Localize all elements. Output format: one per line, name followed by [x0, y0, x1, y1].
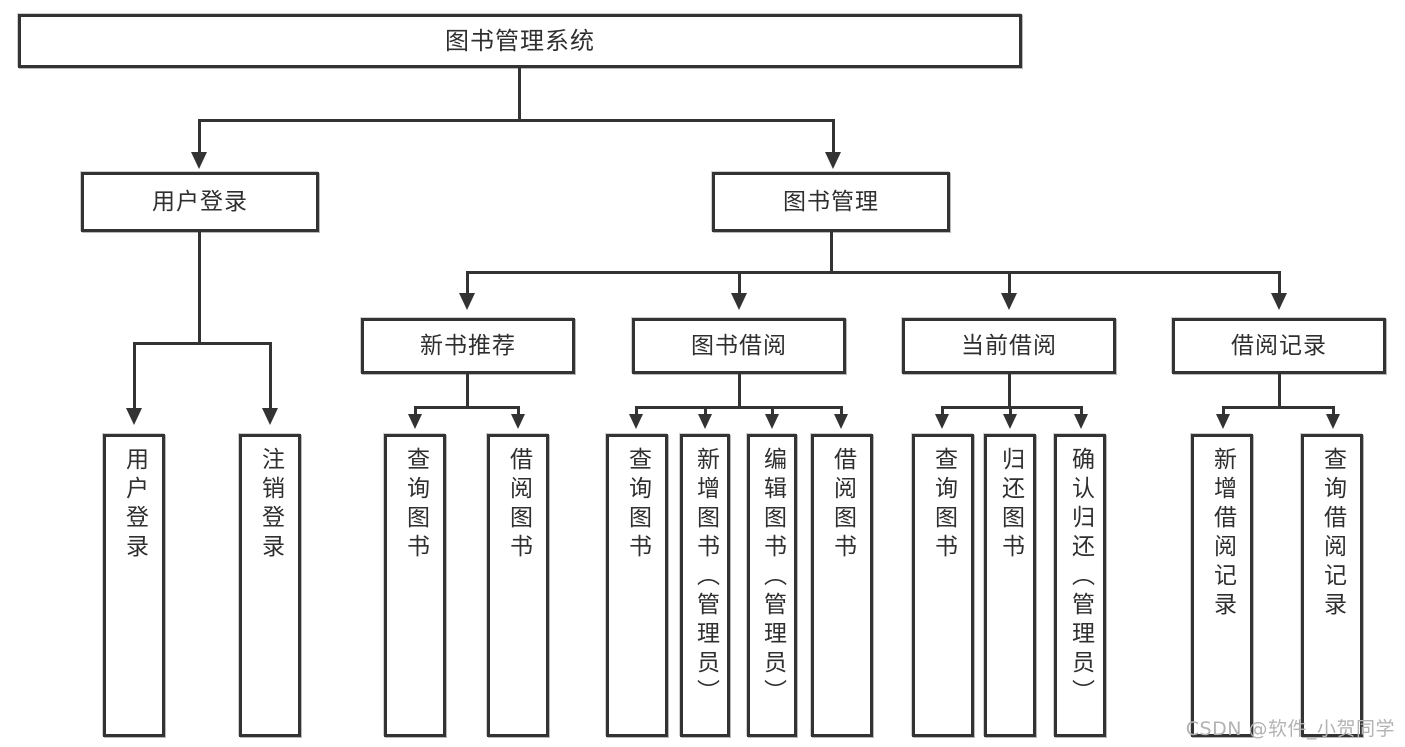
- arrowhead-user-login-child-2: [262, 408, 278, 425]
- node-label: 用户登录: [152, 188, 248, 215]
- leaf-confirm-return-admin[interactable]: 确认归还（管理员）: [1054, 434, 1106, 737]
- arrowhead-to-book-borrow: [731, 293, 747, 310]
- leaf-edit-book-admin[interactable]: 编辑图书（管理员）: [747, 434, 797, 737]
- connector-current-borrow-child-2: [1009, 406, 1012, 418]
- leaf-label: 编辑图书（管理员）: [759, 447, 786, 708]
- leaf-label: 借阅图书: [829, 447, 856, 563]
- leaf-return-book[interactable]: 归还图书: [984, 434, 1036, 737]
- node-current-borrow[interactable]: 当前借阅: [902, 318, 1116, 374]
- node-label: 图书管理系统: [445, 27, 595, 55]
- connector-root-bar: [198, 119, 835, 122]
- connector-book-mgmt-stem: [830, 232, 833, 274]
- leaf-query-book-current[interactable]: 查询图书: [912, 434, 974, 737]
- arrowhead-book-borrow-child-3: [765, 414, 779, 429]
- arrowhead-to-user-login: [191, 152, 207, 169]
- node-root-system[interactable]: 图书管理系统: [18, 14, 1022, 68]
- arrowhead-borrow-record-child-2: [1326, 414, 1340, 429]
- connector-to-book-borrow: [738, 271, 741, 295]
- leaf-query-book-borrow[interactable]: 查询图书: [606, 434, 668, 737]
- connector-book-mgmt-bar: [466, 271, 1281, 274]
- watermark-text: CSDN @软件_小贺同学: [1185, 718, 1395, 740]
- leaf-logout-login[interactable]: 注销登录: [239, 434, 301, 737]
- connector-root-stem: [518, 68, 521, 121]
- leaf-label: 确认归还（管理员）: [1067, 447, 1094, 708]
- connector-new-book-stem: [466, 374, 469, 408]
- connector-current-borrow-stem: [1008, 374, 1011, 408]
- leaf-user-login[interactable]: 用户登录: [103, 434, 165, 737]
- connector-current-borrow-bar: [941, 406, 1083, 409]
- connector-to-borrow-record: [1278, 271, 1281, 295]
- leaf-label: 查询图书: [624, 447, 651, 563]
- connector-new-book-child-2: [517, 406, 520, 418]
- leaf-add-borrow-record[interactable]: 新增借阅记录: [1191, 434, 1253, 737]
- connector-to-new-book: [466, 271, 469, 295]
- connector-new-book-child-1: [414, 406, 417, 418]
- connector-user-login-bar: [133, 342, 272, 345]
- leaf-label: 查询借阅记录: [1319, 447, 1346, 621]
- connector-borrow-record-child-1: [1222, 406, 1225, 418]
- arrowhead-current-borrow-child-3: [1074, 414, 1088, 429]
- leaf-query-book-recommend[interactable]: 查询图书: [384, 434, 446, 737]
- arrowhead-to-book-mgmt: [825, 152, 841, 169]
- connector-borrow-record-stem: [1278, 374, 1281, 408]
- leaf-query-borrow-record[interactable]: 查询借阅记录: [1301, 434, 1363, 737]
- leaf-label: 新增借阅记录: [1209, 447, 1236, 621]
- leaf-label: 注销登录: [257, 447, 284, 563]
- leaf-add-book-admin[interactable]: 新增图书（管理员）: [680, 434, 730, 737]
- node-book-borrow[interactable]: 图书借阅: [632, 318, 846, 374]
- connector-book-borrow-child-2: [704, 406, 707, 418]
- node-borrow-record[interactable]: 借阅记录: [1172, 318, 1386, 374]
- arrowhead-book-borrow-child-4: [834, 414, 848, 429]
- connector-user-login-stem: [198, 232, 201, 344]
- arrowhead-user-login-child-1: [126, 408, 142, 425]
- connector-user-login-child-2: [269, 342, 272, 410]
- connector-book-borrow-child-4: [840, 406, 843, 418]
- connector-book-borrow-child-3: [771, 406, 774, 418]
- connector-current-borrow-child-3: [1080, 406, 1083, 418]
- connector-book-borrow-stem: [738, 374, 741, 408]
- arrowhead-current-borrow-child-2: [1003, 414, 1017, 429]
- arrowhead-borrow-record-child-1: [1216, 414, 1230, 429]
- connector-root-to-book-mgmt: [832, 119, 835, 154]
- arrowhead-to-new-book: [459, 293, 475, 310]
- connector-borrow-record-bar: [1222, 406, 1335, 409]
- node-label: 图书管理: [783, 188, 879, 215]
- leaf-borrow-book[interactable]: 借阅图书: [811, 434, 873, 737]
- leaf-borrow-book-recommend[interactable]: 借阅图书: [487, 434, 549, 737]
- node-label: 借阅记录: [1231, 332, 1327, 359]
- node-new-book-recommend[interactable]: 新书推荐: [361, 318, 575, 374]
- arrowhead-to-current-borrow: [1001, 293, 1017, 310]
- connector-root-to-user-login: [198, 119, 201, 154]
- connector-to-current-borrow: [1008, 271, 1011, 295]
- connector-book-borrow-bar: [635, 406, 843, 409]
- arrowhead-new-book-child-2: [511, 414, 525, 429]
- arrowhead-to-borrow-record: [1271, 293, 1287, 310]
- arrowhead-book-borrow-child-2: [698, 414, 712, 429]
- node-label: 新书推荐: [420, 332, 516, 359]
- connector-new-book-bar: [414, 406, 520, 409]
- connector-borrow-record-child-2: [1332, 406, 1335, 418]
- arrowhead-book-borrow-child-1: [629, 414, 643, 429]
- leaf-label: 查询图书: [402, 447, 429, 563]
- leaf-label: 用户登录: [121, 447, 148, 563]
- leaf-label: 借阅图书: [505, 447, 532, 563]
- connector-current-borrow-child-1: [941, 406, 944, 418]
- node-label: 当前借阅: [961, 332, 1057, 359]
- connector-book-borrow-child-1: [635, 406, 638, 418]
- arrowhead-current-borrow-child-1: [935, 414, 949, 429]
- leaf-label: 查询图书: [930, 447, 957, 563]
- node-book-management[interactable]: 图书管理: [712, 172, 950, 232]
- node-label: 图书借阅: [691, 332, 787, 359]
- arrowhead-new-book-child-1: [408, 414, 422, 429]
- leaf-label: 新增图书（管理员）: [692, 447, 719, 708]
- leaf-label: 归还图书: [997, 447, 1024, 563]
- connector-user-login-child-1: [133, 342, 136, 410]
- node-user-login[interactable]: 用户登录: [81, 172, 319, 232]
